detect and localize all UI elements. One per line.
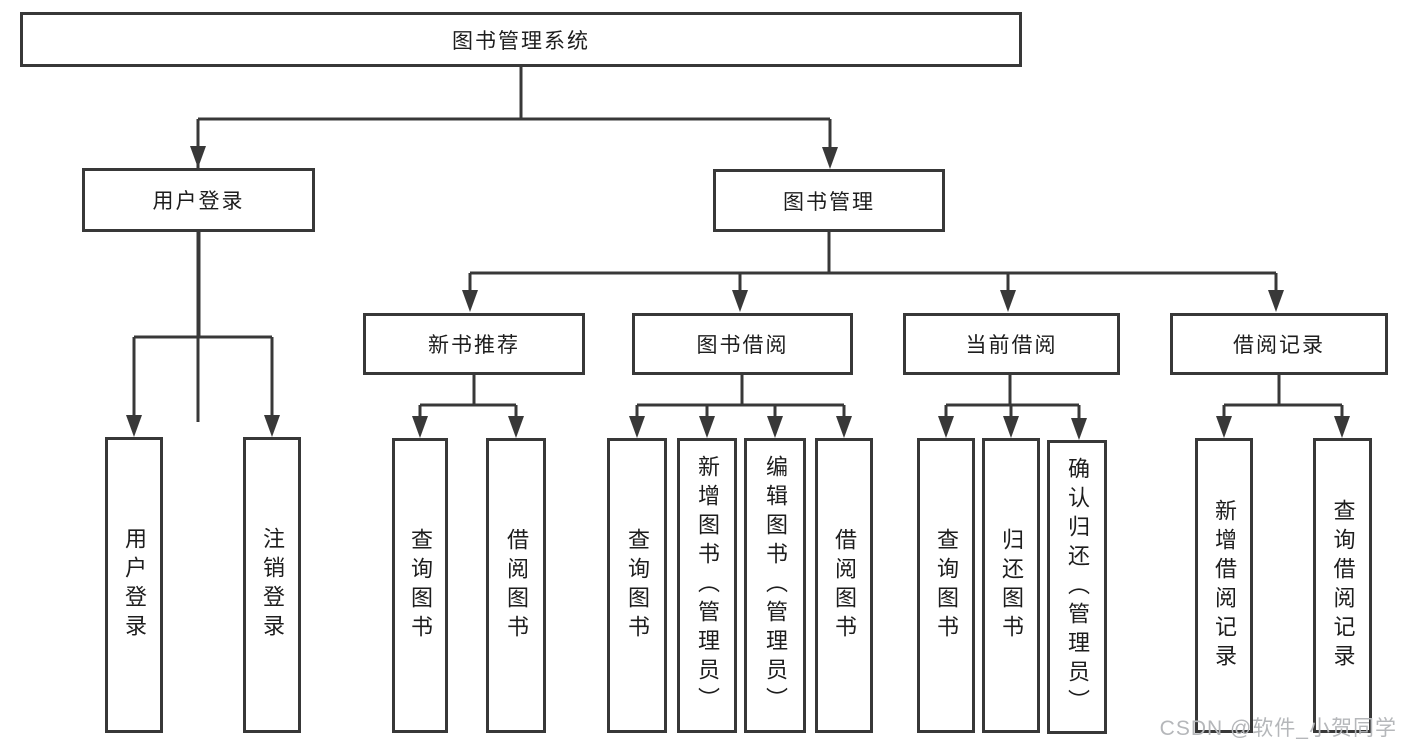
node-label: 查询图书 (408, 527, 433, 644)
node-book-management: 图书管理 (713, 169, 945, 232)
leaf-edit-books-admin: 编辑图书（管理员） (744, 438, 806, 733)
node-book-borrowing: 图书借阅 (632, 313, 853, 375)
node-label: 图书借阅 (696, 334, 789, 357)
leaf-borrow-books-2: 借阅图书 (815, 438, 873, 733)
leaf-query-books-2: 查询图书 (607, 438, 667, 733)
leaf-return-books: 归还图书 (982, 438, 1040, 733)
node-label: 借阅图书 (832, 527, 857, 644)
leaf-borrow-books-1: 借阅图书 (486, 438, 546, 733)
leaf-query-borrow-record: 查询借阅记录 (1313, 438, 1372, 733)
node-library-management-system: 图书管理系统 (20, 12, 1022, 67)
leaf-confirm-return-admin: 确认归还（管理员） (1047, 440, 1107, 734)
node-label: 用户登录 (122, 527, 147, 643)
node-label: 当前借阅 (965, 334, 1058, 357)
leaf-user-login: 用户登录 (105, 437, 163, 733)
node-label: 图书管理系统 (452, 29, 590, 53)
node-label: 查询图书 (625, 527, 650, 644)
node-label: 新增图书（管理员） (695, 455, 720, 716)
node-label: 新书推荐 (428, 334, 520, 357)
arrow-heads (126, 146, 1350, 440)
csdn-watermark: CSDN @软件_小贺同学 (1159, 717, 1397, 740)
leaf-add-books-admin: 新增图书（管理员） (677, 438, 737, 733)
leaf-query-books-1: 查询图书 (392, 438, 448, 733)
leaf-query-books-3: 查询图书 (917, 438, 975, 733)
node-label: 用户登录 (152, 190, 245, 213)
node-label: 图书管理 (783, 190, 875, 214)
node-new-book-recommend: 新书推荐 (363, 313, 585, 375)
leaf-add-borrow-record: 新增借阅记录 (1195, 438, 1253, 733)
node-label: 借阅记录 (1233, 334, 1325, 357)
leaf-logout: 注销登录 (243, 437, 301, 733)
node-current-borrowing: 当前借阅 (903, 313, 1120, 375)
node-label: 归还图书 (999, 527, 1024, 644)
node-label: 查询借阅记录 (1330, 498, 1356, 673)
node-label: 查询图书 (934, 527, 959, 644)
node-label: 借阅图书 (504, 527, 529, 644)
node-label: 注销登录 (260, 527, 285, 643)
node-user-login: 用户登录 (82, 168, 315, 232)
node-label: 新增借阅记录 (1212, 498, 1237, 673)
node-label: 编辑图书（管理员） (763, 455, 788, 716)
node-borrowing-records: 借阅记录 (1170, 313, 1388, 375)
node-label: 确认归还（管理员） (1065, 456, 1090, 718)
